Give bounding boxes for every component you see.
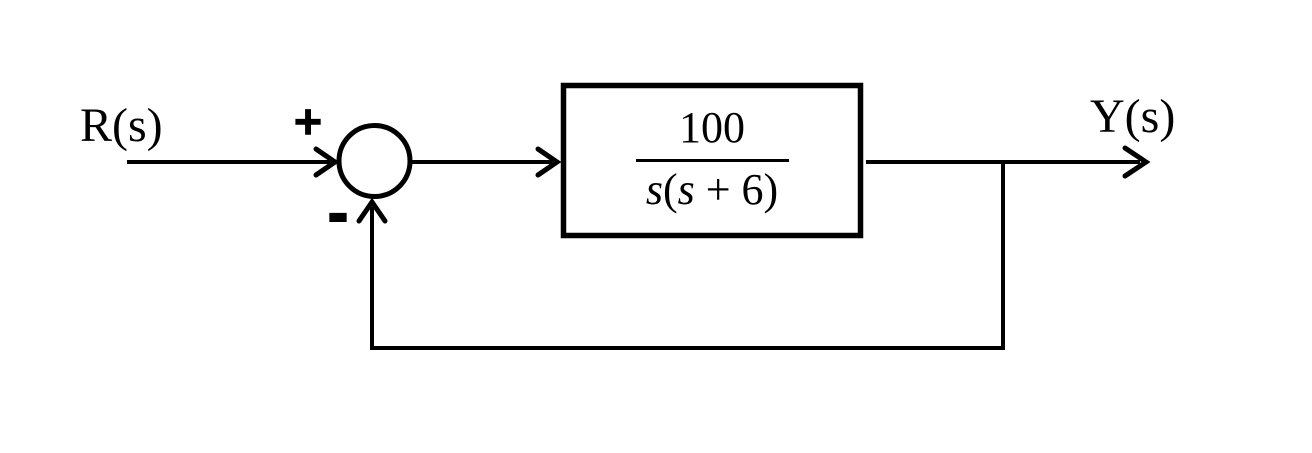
feedback-arrow-head (356, 197, 388, 224)
input-signal-label: R(s) (80, 99, 163, 152)
transfer-function-denominator: s(s + 6) (646, 165, 778, 214)
sum-minus-sign-label: - (328, 186, 349, 244)
summing-junction-circle (336, 123, 413, 199)
input-arrow-head (313, 146, 340, 178)
sum-plus-sign-label: + (292, 99, 324, 143)
denominator-rest: + 6) (695, 165, 778, 214)
denominator-s2: s (678, 165, 695, 214)
forward-arrow-head (535, 146, 562, 178)
denominator-s1: s (646, 165, 663, 214)
output-signal-label: Y(s) (1090, 90, 1175, 143)
transfer-function-numerator: 100 (679, 103, 745, 152)
output-arrow-head (1122, 145, 1151, 179)
denominator-open-paren: ( (663, 165, 678, 214)
